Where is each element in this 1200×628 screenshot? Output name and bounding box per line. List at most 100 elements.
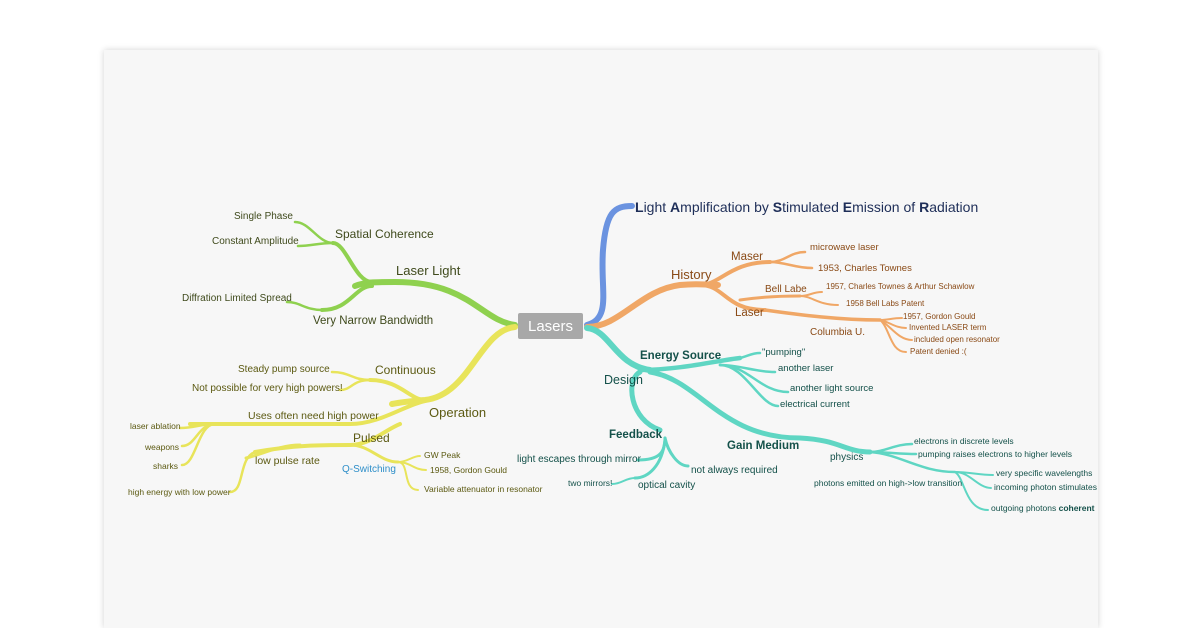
node-steady-pump[interactable]: Steady pump source	[238, 364, 330, 375]
coherent-text: coherent	[1058, 503, 1095, 513]
branch-spatial	[331, 241, 374, 284]
central-node[interactable]: Lasers	[518, 313, 583, 339]
node-incoming-photon[interactable]: incoming photon stimulates	[994, 482, 1098, 492]
node-energy-source[interactable]: Energy Source	[640, 350, 722, 362]
branch-not-possible	[338, 378, 372, 392]
node-open-resonator[interactable]: included open resonator	[914, 335, 1000, 344]
branch-pumping	[738, 351, 762, 360]
node-variable-attenuator[interactable]: Variable attenuator in resonator	[424, 484, 543, 494]
node-electrical-current[interactable]: electrical current	[780, 399, 850, 410]
node-low-pulse-rate[interactable]: low pulse rate	[255, 455, 320, 467]
node-weapons[interactable]: weapons	[145, 442, 180, 452]
node-operation[interactable]: Operation	[429, 405, 487, 420]
acronym-letter-s: S	[772, 199, 783, 215]
branch-bell-patent	[799, 295, 839, 306]
node-constant-amplitude[interactable]: Constant Amplitude	[212, 236, 299, 247]
node-pumping[interactable]: "pumping"	[762, 347, 806, 358]
acronym-letter-a: A	[670, 199, 681, 215]
node-microwave-laser[interactable]: microwave laser	[810, 242, 879, 253]
branch-continuous	[368, 378, 427, 402]
node-laser-history[interactable]: Laser	[735, 307, 764, 319]
node-gould-1957[interactable]: 1957, Gordon Gould	[903, 312, 976, 321]
acronym-part-3: timulated	[782, 199, 843, 215]
branch-microwave	[768, 250, 807, 264]
node-optical-cavity[interactable]: optical cavity	[638, 480, 696, 491]
branch-gw-peak	[397, 455, 421, 463]
node-sharks[interactable]: sharks	[153, 461, 179, 471]
node-pulsed[interactable]: Pulsed	[353, 431, 390, 445]
branch-laser-hist	[698, 283, 767, 312]
branch-constant-amplitude	[296, 241, 335, 248]
node-invented-term[interactable]: Invented LASER term	[909, 323, 987, 332]
branch-steady	[330, 370, 372, 382]
node-maser[interactable]: Maser	[731, 251, 763, 263]
node-pumping-raises[interactable]: pumping raises electrons to higher level…	[918, 449, 1073, 459]
node-photons-emitted[interactable]: photons emitted on high->low transition	[814, 478, 963, 488]
node-bell-1957[interactable]: 1957, Charles Townes & Arthur Schawlow	[826, 282, 975, 291]
acronym-letter-e: E	[842, 199, 853, 215]
branch-gould-1957	[879, 317, 903, 321]
canvas-sheet	[104, 50, 1098, 628]
branch-qswitch	[348, 443, 400, 464]
branch-outgoing	[954, 471, 989, 511]
outgoing-text: outgoing photons	[991, 503, 1059, 513]
node-uses-high-power[interactable]: Uses often need high power	[248, 410, 379, 422]
node-diffraction-spread[interactable]: Diffration Limited Spread	[182, 293, 292, 304]
node-bell-patent[interactable]: 1958 Bell Labs Patent	[846, 299, 925, 308]
node-patent-denied[interactable]: Patent denied :(	[910, 347, 967, 356]
branch-history	[584, 281, 721, 330]
node-outgoing-photons[interactable]: outgoing photons coherent	[991, 504, 1095, 513]
branch-gain	[647, 369, 873, 455]
node-spatial-coherence[interactable]: Spatial Coherence	[335, 227, 434, 241]
node-gould-1958[interactable]: 1958, Gordon Gould	[430, 465, 508, 475]
acronym-letter-l: L	[635, 199, 644, 215]
node-not-always-required[interactable]: not always required	[691, 465, 778, 476]
node-light-escapes[interactable]: light escapes through mirror	[517, 454, 641, 465]
branch-townes-1953	[768, 260, 814, 270]
node-townes-1953[interactable]: 1953, Charles Townes	[818, 263, 912, 274]
acronym-part-1: ight	[643, 199, 671, 215]
acronym-letter-r: R	[919, 199, 930, 215]
branch-attenuator	[397, 461, 419, 491]
node-q-switching[interactable]: Q-Switching	[342, 464, 396, 475]
branch-bell	[738, 294, 802, 302]
branch-optical-cavity	[633, 438, 667, 480]
branch-open-resonator	[879, 319, 913, 341]
branch-photons	[868, 450, 957, 474]
node-two-mirrors[interactable]: two mirrors!	[568, 478, 613, 488]
node-gw-peak[interactable]: GW Peak	[424, 450, 461, 460]
branch-high-energy	[228, 450, 257, 494]
branch-single-phase	[293, 220, 335, 245]
branch-patent-denied	[879, 319, 907, 353]
branch-two-mirrors	[611, 477, 636, 485]
node-feedback[interactable]: Feedback	[609, 429, 663, 441]
node-single-phase[interactable]: Single Phase	[234, 211, 293, 222]
node-physics[interactable]: physics	[830, 452, 864, 463]
acronym-part-2: mplification by	[680, 199, 773, 215]
node-not-possible[interactable]: Not possible for very high powers!	[192, 383, 343, 394]
node-specific-wavelengths[interactable]: very specific wavelengths	[996, 468, 1093, 478]
node-high-energy[interactable]: high energy with low power	[128, 487, 231, 497]
branch-uses-pulsed	[188, 399, 427, 427]
node-narrow-bandwidth[interactable]: Very Narrow Bandwidth	[313, 315, 434, 327]
node-columbia[interactable]: Columbia U.	[810, 327, 866, 338]
branch-sharks	[180, 422, 217, 467]
branch-feedback	[629, 369, 663, 433]
node-another-light-source[interactable]: another light source	[790, 383, 874, 394]
branch-narrow	[320, 284, 374, 312]
node-bell-labe[interactable]: Bell Labe	[765, 284, 807, 295]
node-laser-ablation[interactable]: laser ablation	[130, 421, 181, 431]
branch-electrical	[718, 363, 780, 408]
node-continuous[interactable]: Continuous	[375, 363, 436, 377]
branch-columbia	[763, 308, 882, 322]
node-design[interactable]: Design	[604, 373, 643, 387]
branch-acronym	[584, 203, 635, 328]
node-gain-medium[interactable]: Gain Medium	[727, 440, 800, 452]
node-history[interactable]: History	[671, 267, 712, 282]
acronym-part-5: adiation	[929, 199, 979, 215]
node-laser-light[interactable]: Laser Light	[396, 263, 461, 278]
branch-design	[584, 325, 653, 373]
node-discrete-levels[interactable]: electrons in discrete levels	[914, 436, 1014, 446]
node-another-laser[interactable]: another laser	[778, 363, 834, 374]
